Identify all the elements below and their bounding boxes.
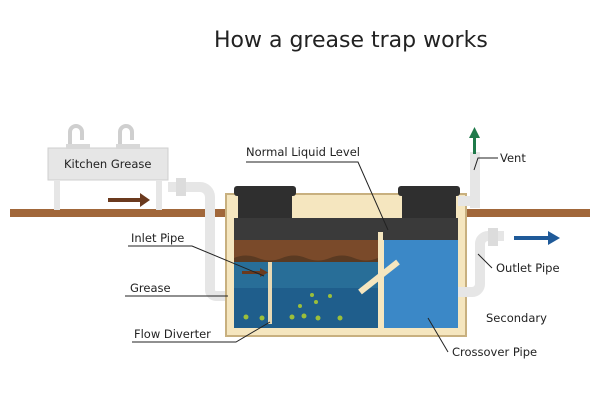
leader-lines [125,157,498,353]
label-crossover-pipe: Crossover Pipe [452,345,537,359]
label-outlet-pipe: Outlet Pipe [496,261,560,275]
particles [243,293,343,321]
diagram-title: How a grease trap works [214,28,488,53]
flow-diverter-pipe [268,262,272,324]
secondary-chamber-water [384,240,458,328]
outlet-pipe-run [458,228,504,297]
vent-pipe [458,152,480,208]
inflow-arrow-icon [108,193,150,207]
label-secondary: Secondary [486,311,547,325]
outflow-arrow-icon [514,231,560,245]
baffle-wall [378,232,383,328]
crossover-pipe-shape [358,259,400,295]
label-flow-diverter: Flow Diverter [134,327,211,341]
label-vent: Vent [500,151,526,165]
scum-layer [234,218,458,240]
label-inlet-pipe: Inlet Pipe [131,231,184,245]
tank-lid-left [234,186,296,218]
kitchen-sink [47,124,169,210]
label-kitchen-grease: Kitchen Grease [64,157,151,171]
vent-arrow-icon [469,127,480,154]
label-normal-liquid-level: Normal Liquid Level [246,145,360,159]
label-grease: Grease [130,281,171,295]
tank-lid-right [398,186,460,218]
